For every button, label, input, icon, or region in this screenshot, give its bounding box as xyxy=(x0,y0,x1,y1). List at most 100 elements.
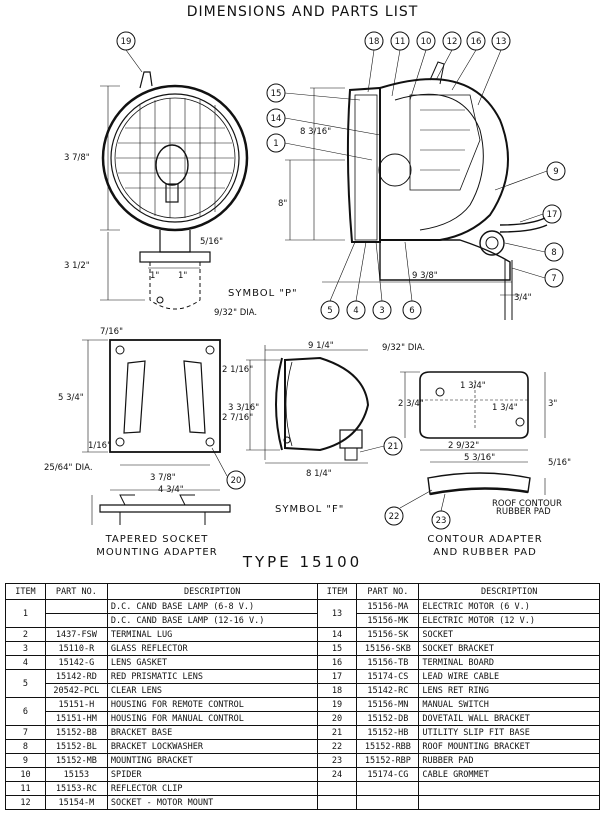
empty-cell xyxy=(356,781,420,796)
dim-9-32-dia-b: 9/32" DIA. xyxy=(382,343,425,353)
desc-cell: CABLE GROMMET xyxy=(418,767,600,782)
symbol-p-label: SYMBOL "P" xyxy=(228,288,298,299)
item-cell: 23 xyxy=(316,753,358,768)
item-cell: 4 xyxy=(5,655,46,670)
dim-3-7-8-b: 3 7/8" xyxy=(150,473,176,483)
dim-4-3-4: 4 3/4" xyxy=(158,485,184,495)
desc-cell: BRACKET LOCKWASHER xyxy=(106,739,318,754)
dim-8-1-4: 8 1/4" xyxy=(306,469,332,479)
desc-cell: D.C. CAND BASE LAMP (12-16 V.) xyxy=(106,613,318,628)
contour-adapter-view xyxy=(400,371,546,496)
part-cell: 15151-HM xyxy=(44,711,108,726)
caption-tapered-socket: TAPERED SOCKET MOUNTING ADAPTER xyxy=(82,533,232,559)
dim-1-b: 1" xyxy=(178,271,187,281)
dim-7-16: 7/16" xyxy=(100,327,123,337)
part-cell: 15142-G xyxy=(44,655,108,670)
caption-right-line1: CONTOUR ADAPTER xyxy=(427,534,543,545)
part-cell: 15156-SK xyxy=(356,627,420,642)
desc-cell: UTILITY SLIP FIT BASE xyxy=(418,725,600,740)
callout-19: 19 xyxy=(121,37,132,47)
table-row: 8 15152-BL BRACKET LOCKWASHER 22 15152-R… xyxy=(5,739,600,754)
part-cell: 20542-PCL xyxy=(44,683,108,698)
empty-cell xyxy=(316,781,358,796)
side-section-view xyxy=(285,61,548,320)
front-view-lamp xyxy=(100,71,249,310)
callout-20: 20 xyxy=(231,476,242,486)
part-cell: 15152-DB xyxy=(356,711,420,726)
table-row: 1 D.C. CAND BASE LAMP (6-8 V.) 13 15156-… xyxy=(5,599,600,628)
part-cell: 15151-H xyxy=(44,697,108,712)
type-title: TYPE 15100 xyxy=(242,553,363,571)
item-cell: 20 xyxy=(316,711,358,726)
callout-4: 4 xyxy=(353,306,358,316)
part-cell: 15110-R xyxy=(44,641,108,656)
item-cell: 1 xyxy=(5,599,46,628)
technical-drawing: 19 18 11 10 12 16 13 15 14 1 9 17 8 7 5 … xyxy=(44,31,571,530)
item-cell: 21 xyxy=(316,725,358,740)
dim-8: 8" xyxy=(278,199,287,209)
desc-cell: MANUAL SWITCH xyxy=(418,697,600,712)
callout-18: 18 xyxy=(369,37,380,47)
desc-cell: BRACKET BASE xyxy=(106,725,318,740)
dim-5-16: 5/16" xyxy=(200,237,223,247)
table-row: 20542-PCL CLEAR LENS 18 15142-RC LENS RE… xyxy=(6,683,600,698)
dim-2-7-16: 2 7/16" xyxy=(222,413,253,423)
table-row: 7 15152-BB BRACKET BASE 21 15152-HB UTIL… xyxy=(5,725,600,740)
header-item: ITEM xyxy=(5,583,46,600)
part-cell: 15152-RBB xyxy=(356,739,420,754)
callout-7: 7 xyxy=(551,274,556,284)
table-row: 12 15154-M SOCKET - MOTOR MOUNT xyxy=(5,795,600,810)
item-cell: 11 xyxy=(5,781,46,796)
callout-9: 9 xyxy=(553,167,558,177)
callout-5: 5 xyxy=(327,306,332,316)
roof-pad-label-2: RUBBER PAD xyxy=(496,507,551,517)
desc-cell: HOUSING FOR REMOTE CONTROL xyxy=(106,697,318,712)
header-part-no: PART NO. xyxy=(44,583,108,600)
caption-right-line2: AND RUBBER PAD xyxy=(433,547,537,558)
header-description: DESCRIPTION xyxy=(106,583,318,600)
part-cell: 15156-TB xyxy=(356,655,420,670)
dim-5-3-4: 5 3/4" xyxy=(58,393,84,403)
dim-3-3-16: 3 3/16" xyxy=(228,403,259,413)
item-cell: 7 xyxy=(5,725,46,740)
dim-3-1-2: 3 1/2" xyxy=(64,261,90,271)
item-cell: 17 xyxy=(316,669,358,684)
callout-22: 22 xyxy=(389,512,400,522)
callout-3: 3 xyxy=(379,306,384,316)
part-cell xyxy=(44,599,108,614)
dim-2-9-32: 2 9/32" xyxy=(448,441,479,451)
table-row: 2 1437-FSW TERMINAL LUG 14 15156-SK SOCK… xyxy=(5,627,600,642)
header-item-2: ITEM xyxy=(316,583,358,600)
callout-10: 10 xyxy=(421,37,432,47)
symbol-f-label: SYMBOL "F" xyxy=(275,504,344,515)
header-description-2: DESCRIPTION xyxy=(418,583,600,600)
dim-5-3-16: 5 3/16" xyxy=(464,453,495,463)
callout-12: 12 xyxy=(447,37,458,47)
dim-3: 3" xyxy=(548,399,557,409)
desc-cell: REFLECTOR CLIP xyxy=(106,781,318,796)
desc-cell: LEAD WIRE CABLE xyxy=(418,669,600,684)
desc-cell: ELECTRIC MOTOR (6 V.) xyxy=(418,599,600,614)
table-row: 9 15152-MB MOUNTING BRACKET 23 15152-RBP… xyxy=(5,753,600,768)
dim-2-3-4: 2 3/4" xyxy=(398,399,424,409)
desc-cell: LENS RET RING xyxy=(418,683,600,698)
dim-1-16: 1/16" xyxy=(88,441,111,451)
item-cell: 2 xyxy=(5,627,46,642)
callout-23: 23 xyxy=(436,516,447,526)
callout-14: 14 xyxy=(271,114,282,124)
callout-21: 21 xyxy=(388,442,399,452)
part-cell: 15152-RBP xyxy=(356,753,420,768)
desc-cell: SOCKET BRACKET xyxy=(418,641,600,656)
part-cell: 15153 xyxy=(44,767,108,782)
callout-11: 11 xyxy=(395,37,406,47)
empty-cell xyxy=(418,781,600,796)
desc-cell: TERMINAL BOARD xyxy=(418,655,600,670)
symbol-f-view xyxy=(246,345,370,464)
parts-table: ITEM PART NO. DESCRIPTION ITEM PART NO. … xyxy=(5,583,600,810)
empty-cell xyxy=(356,795,420,810)
desc-cell: CLEAR LENS xyxy=(106,683,318,698)
part-cell: 15152-BB xyxy=(44,725,108,740)
desc-cell: ROOF MOUNTING BRACKET xyxy=(418,739,600,754)
caption-left-line1: TAPERED SOCKET xyxy=(105,534,209,545)
